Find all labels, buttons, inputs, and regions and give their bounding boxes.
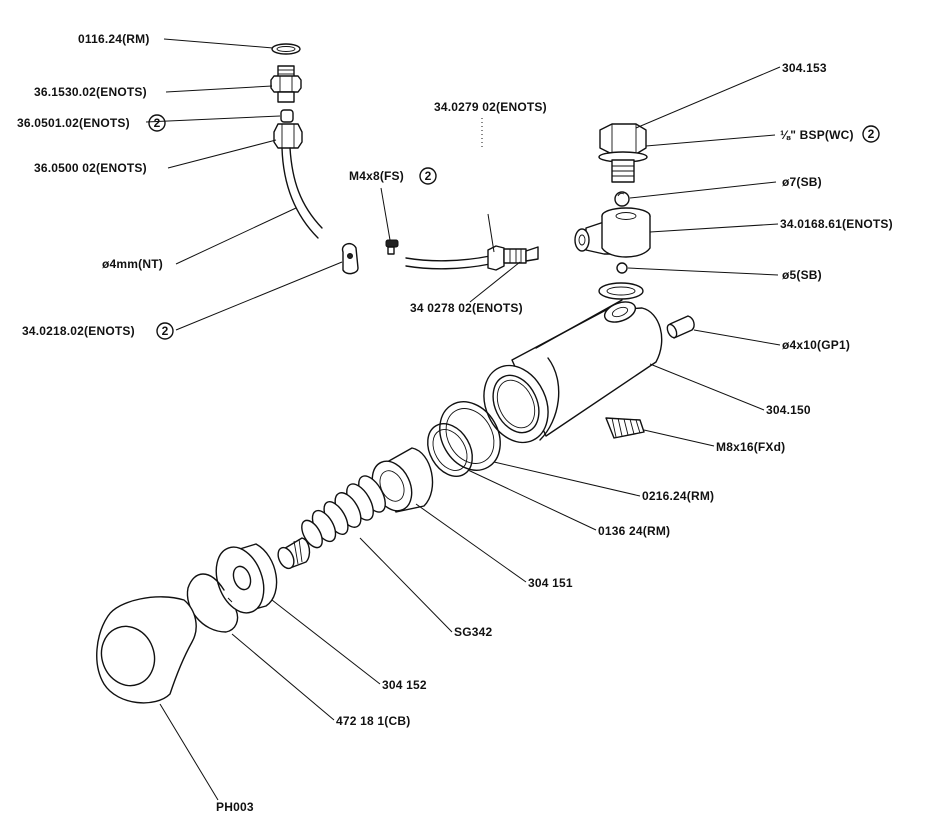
label-34-0278-02: 34 0278 02(ENOTS) [410,301,523,315]
tube-4mm-left [281,147,323,239]
label-304-152: 304 152 [382,678,427,692]
nut-36-0500 [273,123,303,149]
qty-mark-0218: 2 [156,322,174,340]
label-0136-24: 0136 24(RM) [598,524,670,538]
ball-7mm [614,191,630,207]
banjo-34-0168 [574,207,651,258]
label-4mm-tube: ø4mm(NT) [102,257,163,271]
label-5mm-ball: ø5(SB) [782,268,822,282]
label-304-153: 304.153 [782,61,827,75]
label-34-0279-02: 34.0279 02(ENOTS) [434,100,547,114]
label-36-0500-02: 36.0500 02(ENOTS) [34,161,147,175]
label-m8x16: M8x16(FXd) [716,440,785,454]
qty-mark-bsp: 2 [862,125,880,143]
screw-m4x8 [385,239,399,255]
quantity-marks: 2 2 2 2 [148,114,880,340]
label-304-150: 304.150 [766,403,811,417]
seal-washer [598,282,644,300]
label-472-18-1: 472 18 1(CB) [336,714,410,728]
spring-sg342 [277,475,386,570]
qty-mark-m4x8: 2 [419,167,437,185]
svg-text:2: 2 [868,127,875,141]
knob-ph003 [96,596,197,704]
collar-304-152 [215,543,278,614]
qty-mark-0501: 2 [148,114,166,132]
label-ph003: PH003 [216,800,254,814]
part-labels: 0116.24(RM) 36.1530.02(ENOTS) 36.0501.02… [17,32,893,814]
label-bsp: ⅛" BSP(WC) [780,128,854,142]
label-36-0501-02: 36.0501.02(ENOTS) [17,116,130,130]
label-m4x8: M4x8(FS) [349,169,404,183]
svg-text:2: 2 [425,169,432,183]
label-0116-24: 0116.24(RM) [78,32,150,46]
tube-4mm-center [405,255,491,270]
cylinder-body-304-150 [483,299,663,444]
label-36-1530-02: 36.1530.02(ENOTS) [34,85,147,99]
label-304-151: 304 151 [528,576,573,590]
adaptor-36-1530 [270,65,302,103]
pin-4x10 [666,315,695,339]
fitting-34-0278 [487,245,539,271]
ball-5mm [616,262,628,274]
banjo-bolt-304-153 [598,123,648,183]
o-ring-0216 [439,401,501,471]
leader-lines [145,38,781,801]
label-sg342: SG342 [454,625,492,639]
olive-36-0501 [280,109,294,123]
label-34-0168-61: 34.0168.61(ENOTS) [780,217,893,231]
label-0216-24: 0216.24(RM) [642,489,714,503]
svg-text:2: 2 [162,324,169,338]
p-clip-34-0218 [341,242,359,275]
grub-screw-m8x16 [605,417,645,439]
o-ring-0136 [427,423,473,477]
label-34-0218-02: 34.0218.02(ENOTS) [22,324,135,338]
circlip-472-18-1 [186,573,239,633]
label-4x10-pin: ø4x10(GP1) [782,338,850,352]
label-7mm-ball: ø7(SB) [782,175,822,189]
svg-text:2: 2 [154,116,161,130]
o-ring-0116 [271,43,301,55]
